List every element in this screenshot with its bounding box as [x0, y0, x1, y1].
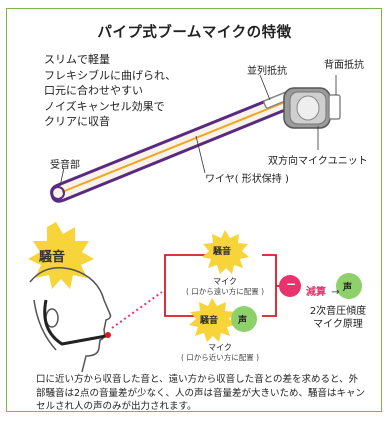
- principle-line-1: 2次音圧傾度: [309, 306, 367, 317]
- wire-label: ワイヤ( 形状保持 ): [205, 174, 289, 185]
- feature-list: スリムで軽量 フレキシブルに曲げられ、 口元に合わせやすい ノイズキャンセル効果…: [44, 52, 176, 130]
- subtract-text: 減算: [306, 287, 326, 298]
- mic-tip: [105, 332, 111, 338]
- bidirectional-unit-label: 双方向マイクユニット: [268, 156, 368, 167]
- mic-unit: [283, 87, 331, 129]
- voice-label-result: 声: [343, 283, 353, 293]
- wire: [61, 99, 291, 193]
- mic-near-caption: マイク ( 口から近い方に配置 ): [170, 342, 270, 363]
- headset-boom: [43, 299, 107, 346]
- subtract-label: 減算 →: [306, 280, 339, 299]
- principle-line-2: マイク原理: [313, 319, 363, 330]
- receiver-end: [51, 186, 65, 200]
- mic-near-note: ( 口から近い方に配置 ): [180, 353, 260, 362]
- minus-symbol: −: [286, 277, 297, 291]
- voice-circle-result: [336, 273, 362, 299]
- noise-label-near: 騒音: [200, 316, 219, 326]
- feature-item: ノイズキャンセル効果で: [44, 99, 165, 113]
- back-resistor-label: 背面抵抗: [324, 60, 364, 71]
- mic-near-name: マイク: [208, 343, 232, 352]
- page-title: パイプ式ブームマイクの特徴: [97, 25, 292, 41]
- noise-burst-large: [28, 222, 94, 289]
- mic-far-caption: マイク ( 口から遠い方に配置 ): [180, 276, 270, 297]
- principle-caption: 2次音圧傾度 マイク原理: [296, 305, 380, 331]
- noise-burst-upper: [202, 230, 249, 274]
- back-resistor-part: [328, 94, 341, 120]
- minus-circle: [279, 275, 301, 297]
- leader-line: [195, 135, 206, 174]
- noise-label-large: 騒音: [39, 250, 66, 265]
- leader-line: [59, 167, 65, 187]
- receiver-label: 受音部: [50, 160, 80, 171]
- left-bracket: [164, 254, 208, 317]
- content-frame: [6, 8, 382, 412]
- mic-far-note: ( 口から遠い方に配置 ): [185, 287, 265, 296]
- feature-item: スリムで軽量: [44, 53, 110, 66]
- feature-item: フレキシブルに曲げられ、: [44, 68, 177, 82]
- noise-label-far: 騒音: [213, 247, 232, 257]
- leader-line: [259, 74, 271, 101]
- voice-circle-near: [231, 306, 257, 332]
- arrow-icon: →: [331, 287, 340, 298]
- voice-label-near: 声: [238, 316, 248, 326]
- feature-item: 口元に合わせやすい: [44, 84, 143, 97]
- parallel-resistor-label: 並列抵抗: [247, 66, 287, 77]
- noise-burst-lower: [189, 298, 236, 342]
- mic-far-name: マイク: [213, 277, 237, 286]
- voice-path: [111, 291, 163, 329]
- feature-item: クリアに収音: [44, 115, 110, 128]
- footer-explanation: 口に近い方から収音した音と、遠い方から収音した音との差を求めると、外部騒音は2点…: [36, 374, 366, 412]
